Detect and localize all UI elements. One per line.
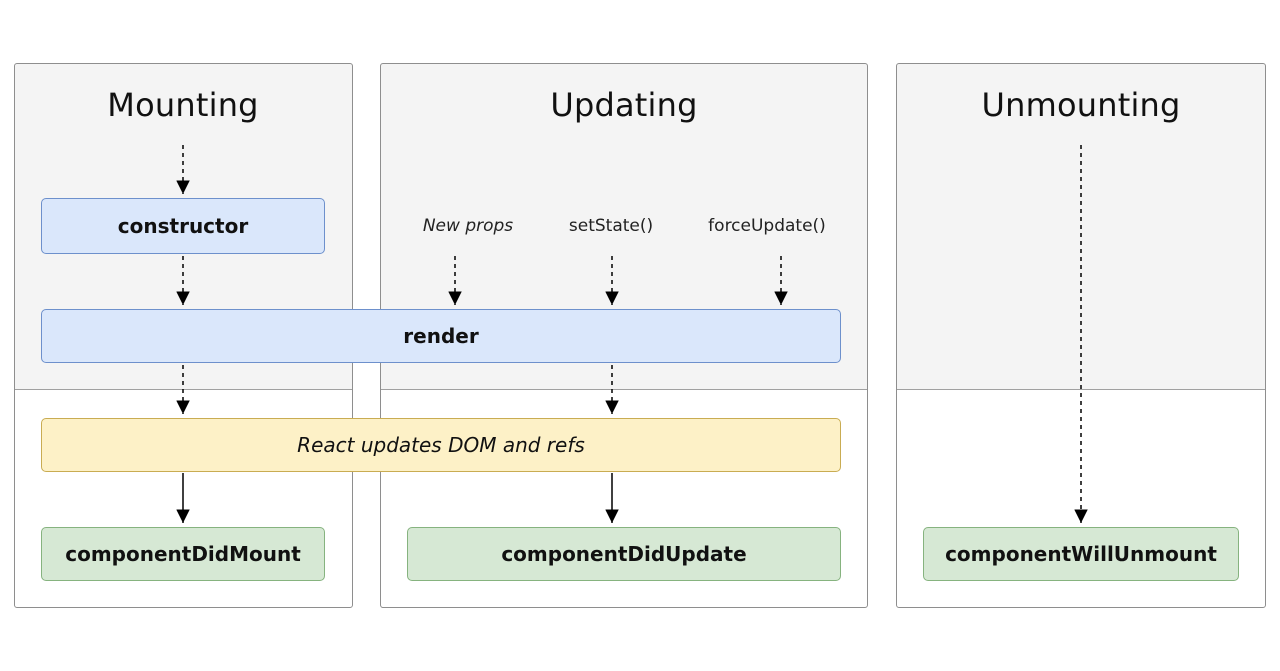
did-mount-label: componentDidMount — [65, 542, 301, 566]
set-state-trigger: setState() — [568, 216, 654, 236]
will-unmount-label: componentWillUnmount — [945, 542, 1217, 566]
phase-divider — [381, 389, 867, 390]
dom-update-label: React updates DOM and refs — [297, 433, 585, 457]
new-props-trigger: New props — [422, 216, 514, 236]
phase-divider — [897, 389, 1265, 390]
constructor-box: constructor — [41, 198, 325, 254]
mounting-title: Mounting — [107, 86, 259, 124]
did-update-label: componentDidUpdate — [501, 542, 747, 566]
did-mount-box: componentDidMount — [41, 527, 325, 581]
phase-divider — [15, 389, 352, 390]
will-unmount-box: componentWillUnmount — [923, 527, 1239, 581]
force-update-trigger: forceUpdate() — [708, 216, 826, 236]
dom-update-box: React updates DOM and refs — [41, 418, 841, 472]
unmounting-title: Unmounting — [981, 86, 1181, 124]
constructor-label: constructor — [117, 214, 249, 238]
updating-title: Updating — [550, 86, 698, 124]
did-update-box: componentDidUpdate — [407, 527, 841, 581]
render-label: render — [403, 324, 479, 348]
render-box: render — [41, 309, 841, 363]
